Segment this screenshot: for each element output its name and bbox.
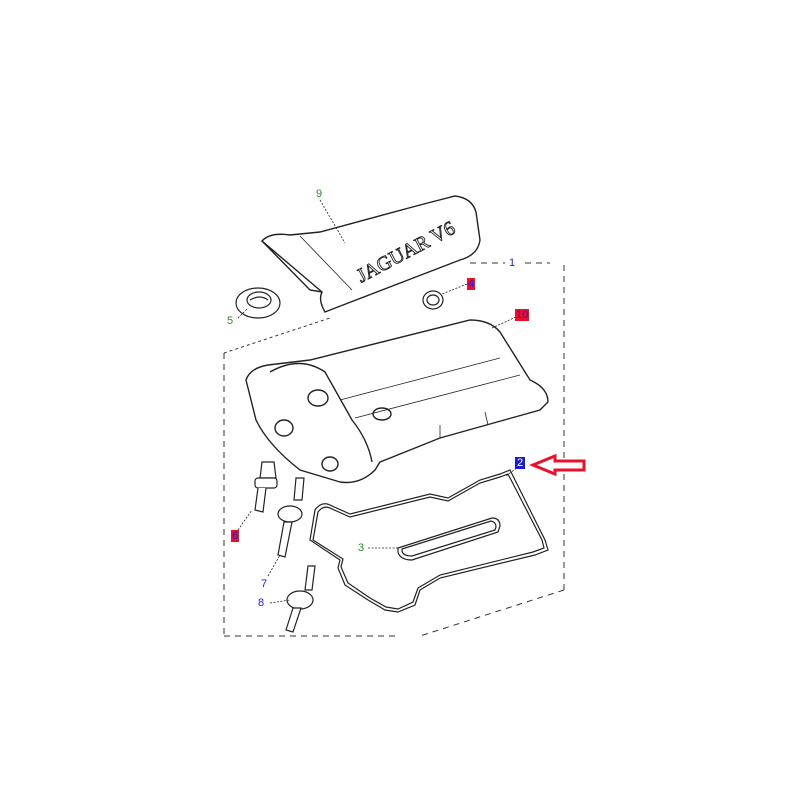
callout-5[interactable]: 5: [227, 315, 234, 327]
callout-7[interactable]: 7: [261, 578, 268, 590]
callout-4[interactable]: 4: [467, 278, 476, 290]
camshaft-cover-part-10[interactable]: [245, 319, 549, 484]
callout-6[interactable]: 6: [231, 530, 240, 542]
engine-cover-part-9[interactable]: [261, 195, 481, 313]
callout-3[interactable]: 3: [358, 542, 365, 554]
bolt-part-6[interactable]: [254, 461, 278, 513]
callout-1[interactable]: 1: [509, 257, 516, 269]
stud-bolt-part-7[interactable]: [277, 477, 305, 558]
assembly-boundary-dotted: [223, 317, 331, 354]
grommet-part-4[interactable]: [422, 290, 444, 310]
callout-8[interactable]: 8: [258, 597, 265, 609]
assembly-boundary: [223, 262, 565, 637]
leader-lines: [237, 199, 523, 604]
callout-10[interactable]: 10: [515, 309, 530, 321]
gasket-part-2[interactable]: [309, 469, 549, 613]
callout-2[interactable]: 2: [515, 457, 526, 469]
callout-9[interactable]: 9: [316, 188, 323, 200]
oil-filler-cap-part-5[interactable]: [235, 287, 281, 319]
stud-bolt-part-8[interactable]: [285, 565, 316, 633]
seal-part-3[interactable]: [397, 517, 501, 561]
pointer-arrow: [529, 453, 586, 477]
